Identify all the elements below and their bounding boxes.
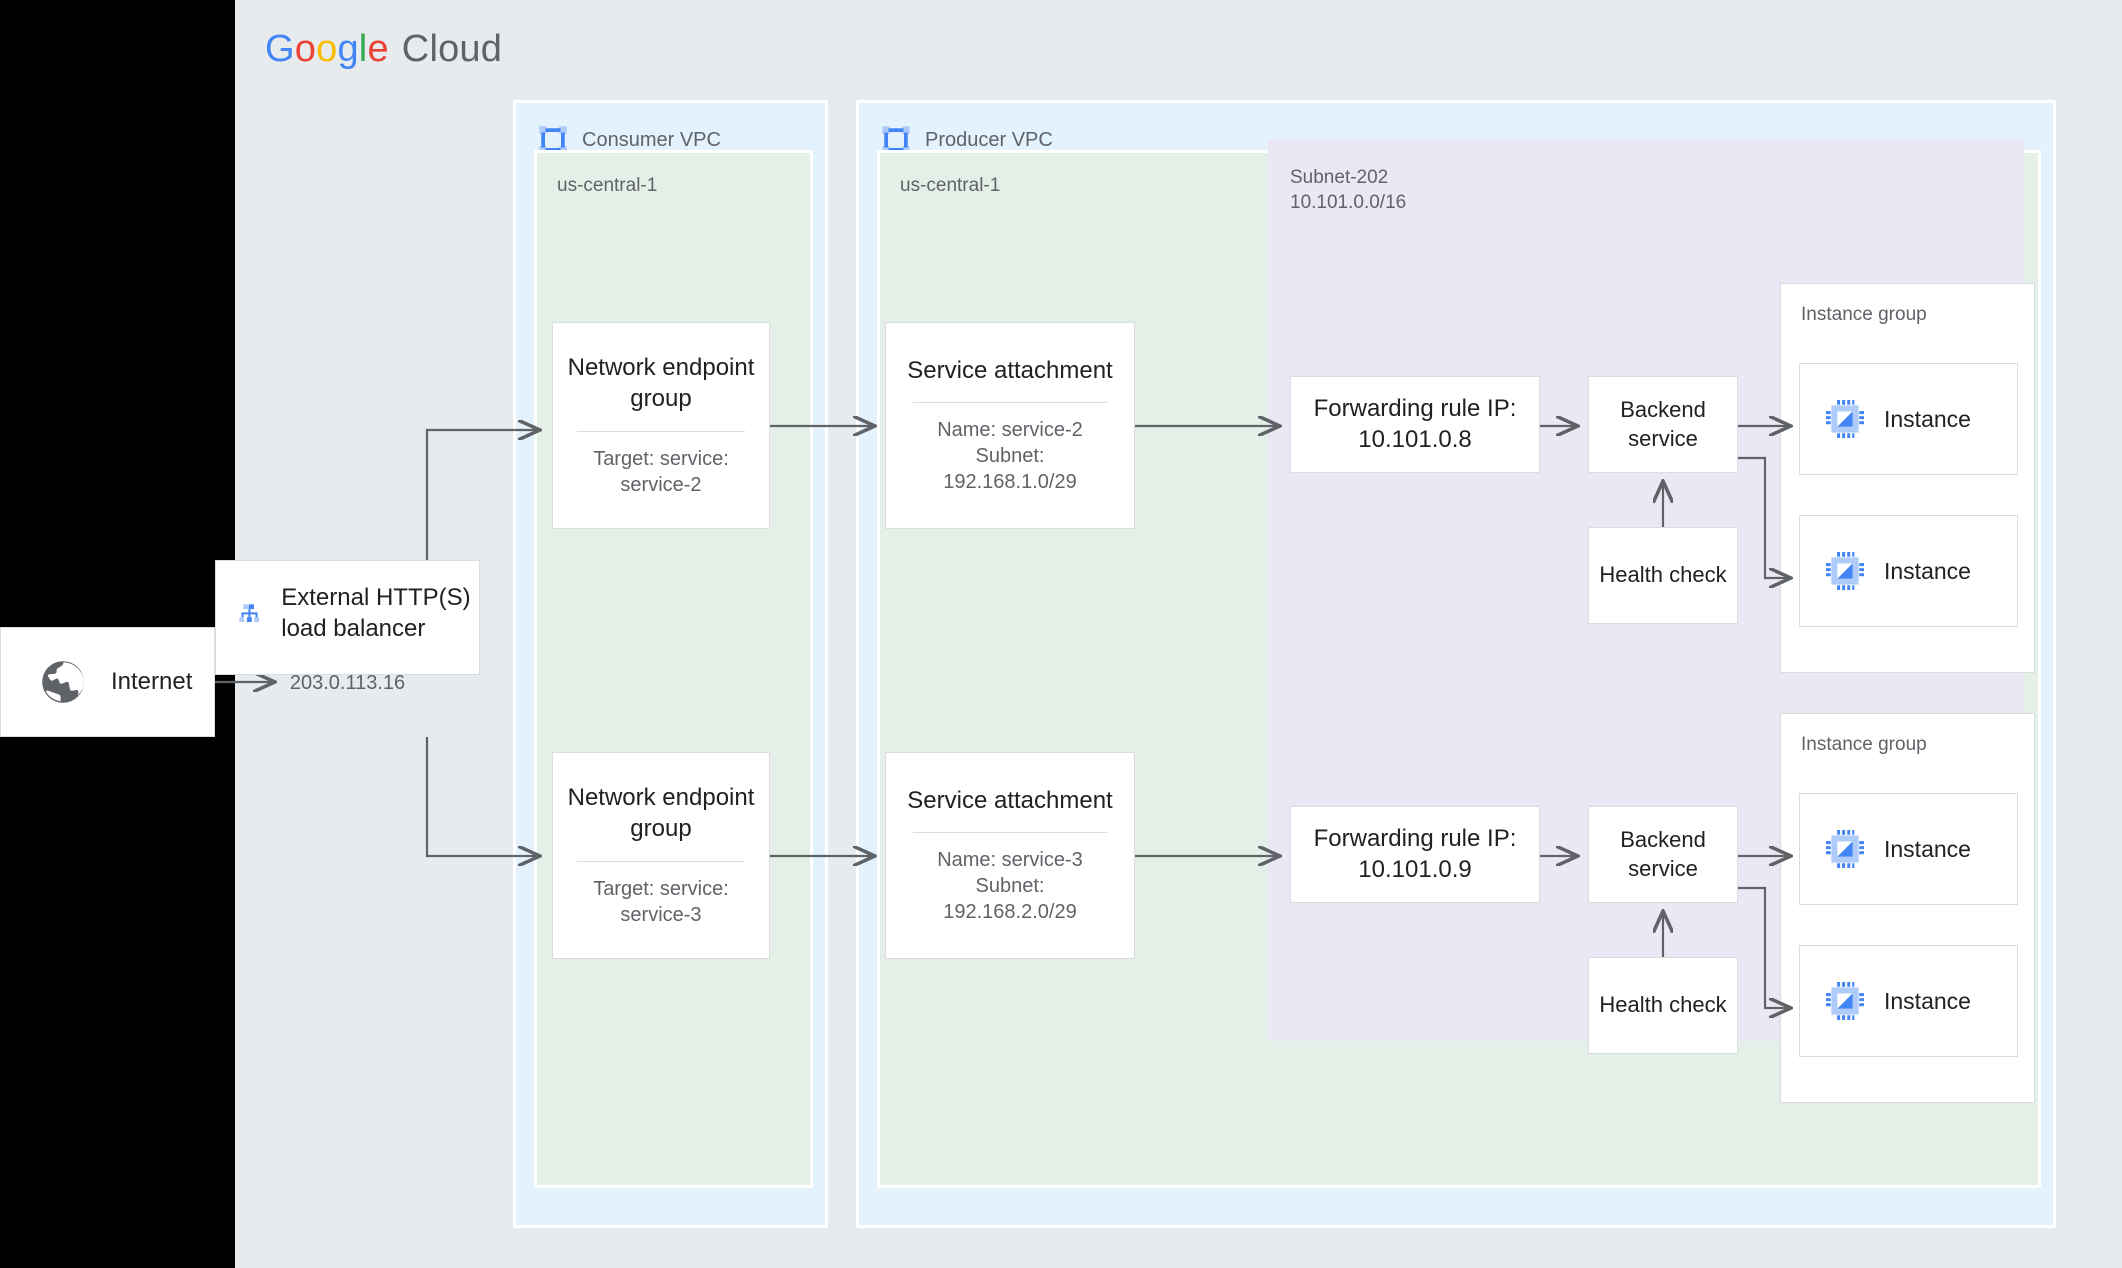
load-balancer-title: External HTTP(S) load balancer	[281, 584, 471, 642]
health-check-2[interactable]: Health check	[1588, 957, 1738, 1054]
instance-group-2-label: Instance group	[1801, 734, 1927, 755]
neg-2-title: Network endpoint group	[567, 784, 755, 842]
subnet-202-label: Subnet-202 10.101.0.0/16	[1290, 167, 1407, 214]
internet-label: Internet	[111, 668, 193, 695]
globe-icon	[42, 661, 84, 703]
logo-letter-g1: G	[265, 28, 295, 70]
service-attachment-1-title: Service attachment	[907, 356, 1113, 384]
instance-1-2-label: Instance	[1884, 557, 1971, 584]
instance-group-1: Instance group Instance	[1780, 283, 2035, 673]
google-cloud-logo: Google Cloud	[265, 28, 502, 71]
consumer-vpc-container: Consumer VPC us-central-1	[513, 100, 828, 1228]
logo-letter-o2: o	[316, 28, 338, 70]
internet-box[interactable]: Internet	[0, 627, 215, 737]
compute-instance-icon	[1826, 552, 1864, 590]
instance-1-1[interactable]: Instance	[1799, 363, 2018, 475]
producer-region-label: us-central-1	[900, 175, 1001, 196]
load-balancer-icon	[239, 604, 260, 622]
service-attachment-2-details: Name: service-3 Subnet: 192.168.2.0/29	[937, 849, 1083, 924]
instance-2-2-label: Instance	[1884, 987, 1971, 1014]
logo-letter-g2: g	[337, 28, 359, 70]
forwarding-rule-2-title: Forwarding rule IP: 10.101.0.9	[1313, 824, 1517, 883]
neg-2-divider	[576, 860, 746, 862]
logo-letter-e: e	[367, 28, 389, 70]
load-balancer-ip: 203.0.113.16	[289, 672, 406, 695]
instance-2-2[interactable]: Instance	[1799, 945, 2018, 1057]
neg-1-target: Target: service: service-2	[593, 447, 729, 496]
neg-2-target: Target: service: service-3	[593, 877, 729, 926]
compute-instance-icon	[1826, 830, 1864, 868]
network-endpoint-group-1[interactable]: Network endpoint group Target: service: …	[552, 322, 770, 529]
compute-instance-icon	[1826, 982, 1864, 1020]
instance-2-1[interactable]: Instance	[1799, 793, 2018, 905]
health-check-1-title: Health check	[1599, 562, 1727, 588]
backend-service-1[interactable]: Backend service	[1588, 376, 1738, 473]
instance-group-2: Instance group Instance	[1780, 713, 2035, 1103]
health-check-2-title: Health check	[1599, 992, 1727, 1018]
service-attachment-2-title: Service attachment	[907, 786, 1113, 814]
health-check-1[interactable]: Health check	[1588, 527, 1738, 624]
consumer-vpc-label: Consumer VPC	[582, 128, 721, 151]
service-attachment-1[interactable]: Service attachment Name: service-2 Subne…	[885, 322, 1135, 529]
producer-vpc-label: Producer VPC	[925, 128, 1053, 151]
backend-service-2-title: Backend service	[1620, 827, 1706, 881]
backend-service-1-title: Backend service	[1620, 397, 1706, 451]
diagram-canvas: Google Cloud Consumer VPC us-central-1 Ne…	[215, 0, 2122, 1268]
service-attachment-2-divider	[913, 832, 1107, 834]
external-http-load-balancer[interactable]: External HTTP(S) load balancer 203.0.113…	[215, 560, 480, 694]
instance-group-1-label: Instance group	[1801, 304, 1927, 325]
instance-1-1-label: Instance	[1884, 405, 1971, 432]
consumer-region-label: us-central-1	[557, 175, 658, 196]
logo-letter-l: l	[358, 28, 368, 70]
backend-service-2[interactable]: Backend service	[1588, 806, 1738, 903]
compute-instance-icon	[1826, 400, 1864, 438]
forwarding-rule-1-title: Forwarding rule IP: 10.101.0.8	[1313, 394, 1517, 453]
service-attachment-2[interactable]: Service attachment Name: service-3 Subne…	[885, 752, 1135, 959]
instance-2-1-label: Instance	[1884, 835, 1971, 862]
neg-1-divider	[576, 430, 746, 432]
forwarding-rule-1[interactable]: Forwarding rule IP: 10.101.0.8	[1290, 376, 1540, 473]
neg-1-title: Network endpoint group	[567, 354, 755, 412]
consumer-region-container: us-central-1	[534, 150, 813, 1188]
logo-cloud-word: Cloud	[401, 28, 503, 70]
forwarding-rule-2[interactable]: Forwarding rule IP: 10.101.0.9	[1290, 806, 1540, 903]
network-endpoint-group-2[interactable]: Network endpoint group Target: service: …	[552, 752, 770, 959]
logo-letter-o1: o	[294, 28, 317, 70]
service-attachment-1-details: Name: service-2 Subnet: 192.168.1.0/29	[937, 419, 1083, 494]
instance-1-2[interactable]: Instance	[1799, 515, 2018, 627]
service-attachment-1-divider	[913, 402, 1107, 404]
